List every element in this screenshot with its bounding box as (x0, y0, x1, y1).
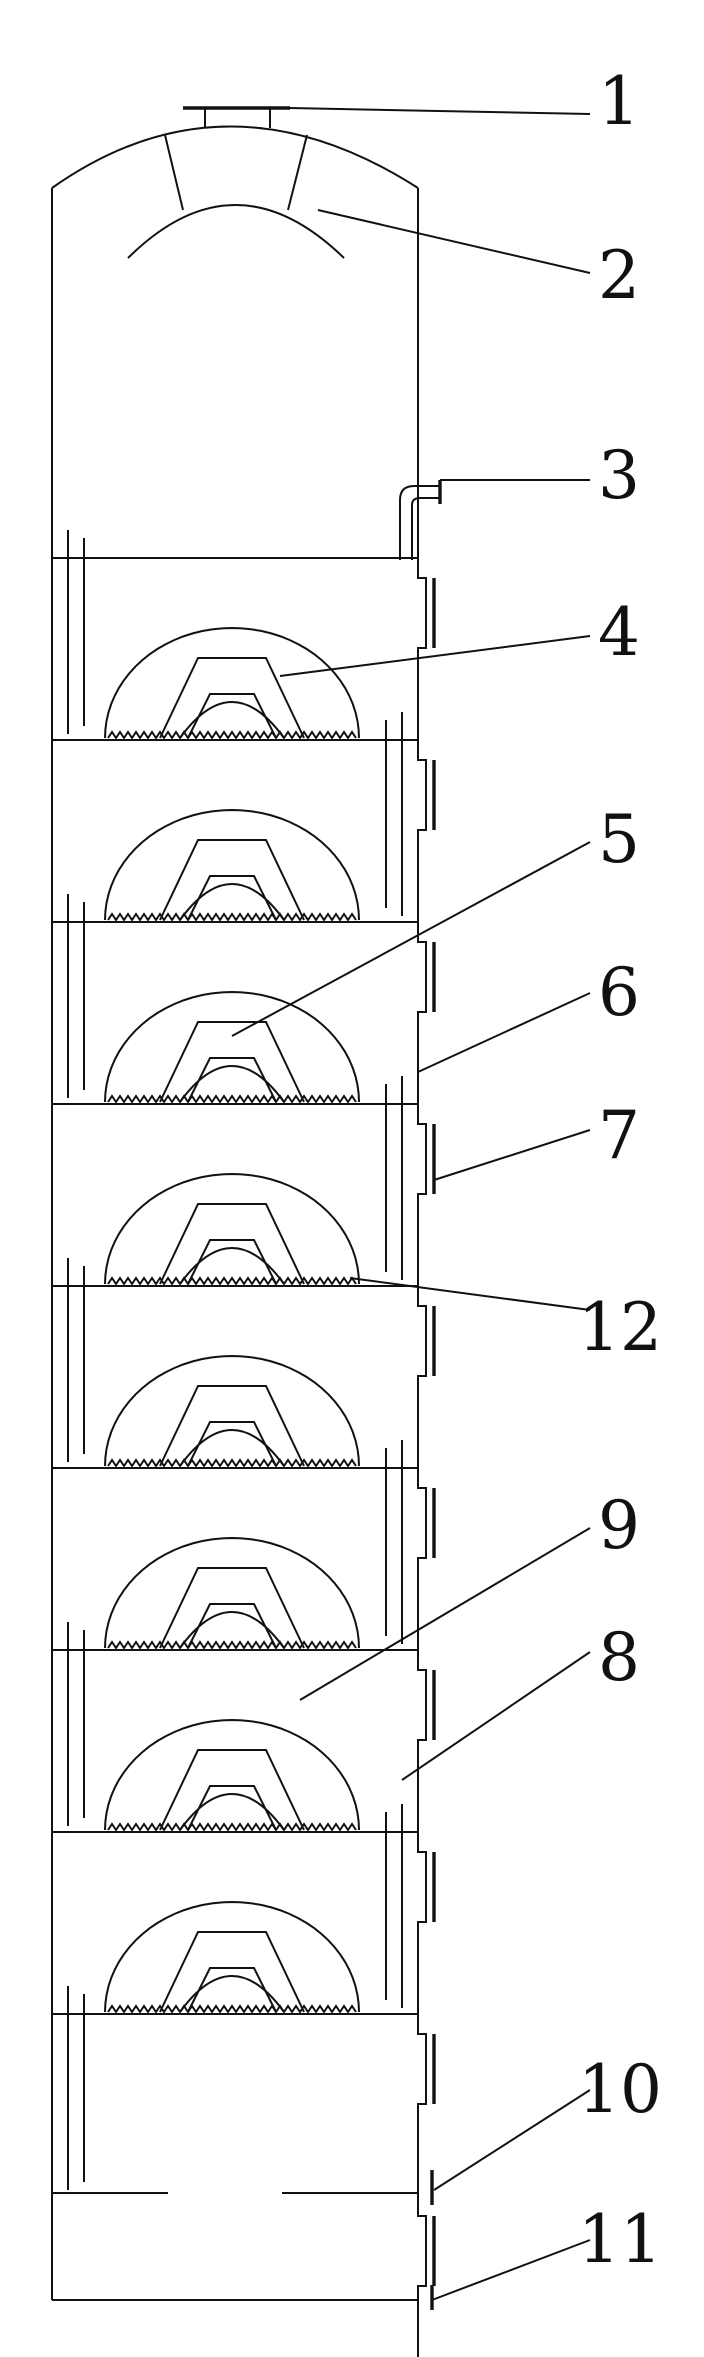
callout-label-12: 12 (578, 1289, 662, 1366)
bubble-cap-hood (104, 1536, 360, 1649)
inner-cap-arc (179, 883, 285, 921)
callout-label-1: 1 (598, 63, 640, 140)
riser-inner (187, 1421, 277, 1467)
riser-inner (187, 1603, 277, 1649)
leader-line (431, 2239, 591, 2301)
bubble-cap-hood (104, 808, 360, 921)
callout-label-6: 6 (598, 954, 640, 1031)
external-pipe (417, 1650, 427, 1832)
callout-label-8: 8 (598, 1619, 640, 1696)
serrated-slots (107, 1458, 357, 1468)
serrated-slots (107, 1094, 357, 1104)
callout-label-9: 9 (598, 1487, 640, 1564)
bubble-cap-hood (104, 1172, 360, 1285)
leader-line (417, 992, 591, 1073)
callout-label-2: 2 (598, 237, 640, 314)
callout-label-11: 11 (578, 2201, 662, 2278)
riser-trapezoid (159, 657, 305, 739)
leader-line (433, 1129, 591, 1181)
leader-lines (231, 107, 591, 2301)
riser-inner (187, 693, 277, 739)
inner-cap-arc (179, 1975, 285, 2013)
inner-cap-arc (179, 701, 285, 739)
inner-cap-arc (179, 1065, 285, 1103)
bubble-cap-hood (104, 1900, 360, 2013)
serrated-slots (107, 1276, 357, 1286)
callout-label-7: 7 (598, 1097, 640, 1174)
riser-trapezoid (159, 1021, 305, 1103)
inner-cap-arc (179, 1247, 285, 1285)
riser-inner (187, 875, 277, 921)
external-pipe (417, 740, 427, 922)
demister-funnel-right (287, 134, 308, 211)
riser-trapezoid (159, 1931, 305, 2013)
column-structure (51, 106, 442, 2357)
external-pipe (417, 1104, 427, 1286)
leader-line (401, 1651, 591, 1781)
external-pipe (417, 558, 427, 740)
external-pipe (417, 922, 427, 1104)
serrated-slots (107, 1822, 357, 1832)
riser-trapezoid (159, 1203, 305, 1285)
external-pipe (417, 1286, 427, 1468)
leader-line (433, 2089, 591, 2191)
external-pipe (417, 1468, 427, 1650)
inner-cap-arc (179, 1793, 285, 1831)
riser-trapezoid (159, 839, 305, 921)
serrated-slots (107, 730, 357, 740)
external-pipe (417, 1832, 427, 2014)
leader-line (317, 209, 591, 274)
bubble-cap-hood (104, 990, 360, 1103)
bubble-cap-hood (104, 626, 360, 739)
serrated-slots (107, 2004, 357, 2014)
serrated-slots (107, 1640, 357, 1650)
bubble-cap-hood (104, 1718, 360, 1831)
leader-line (349, 1277, 591, 1311)
callout-label-3: 3 (598, 437, 640, 514)
leader-line (231, 841, 591, 1037)
tray-stack (52, 530, 418, 2194)
callout-label-5: 5 (598, 801, 640, 878)
callout-label-10: 10 (578, 2051, 662, 2128)
serrated-slots (107, 912, 357, 922)
bubble-cap-hood (104, 1354, 360, 1467)
leader-line (289, 107, 591, 115)
inner-cap-arc (179, 1429, 285, 1467)
riser-trapezoid (159, 1749, 305, 1831)
leader-line (299, 1527, 591, 1701)
riser-inner (187, 1785, 277, 1831)
riser-trapezoid (159, 1567, 305, 1649)
callout-label-4: 4 (598, 594, 640, 671)
external-pipe (417, 2196, 427, 2357)
demister-funnel-left (164, 134, 184, 211)
riser-inner (187, 1239, 277, 1285)
inlet-elbow-inner (411, 497, 440, 560)
riser-inner (187, 1057, 277, 1103)
inner-cap-arc (179, 1611, 285, 1649)
riser-inner (187, 1967, 277, 2013)
external-pipe (417, 2014, 427, 2196)
riser-trapezoid (159, 1385, 305, 1467)
column-dome (51, 125, 419, 189)
demister-arc (127, 204, 345, 259)
inlet-elbow-outer (399, 485, 440, 560)
leader-line (279, 635, 591, 677)
